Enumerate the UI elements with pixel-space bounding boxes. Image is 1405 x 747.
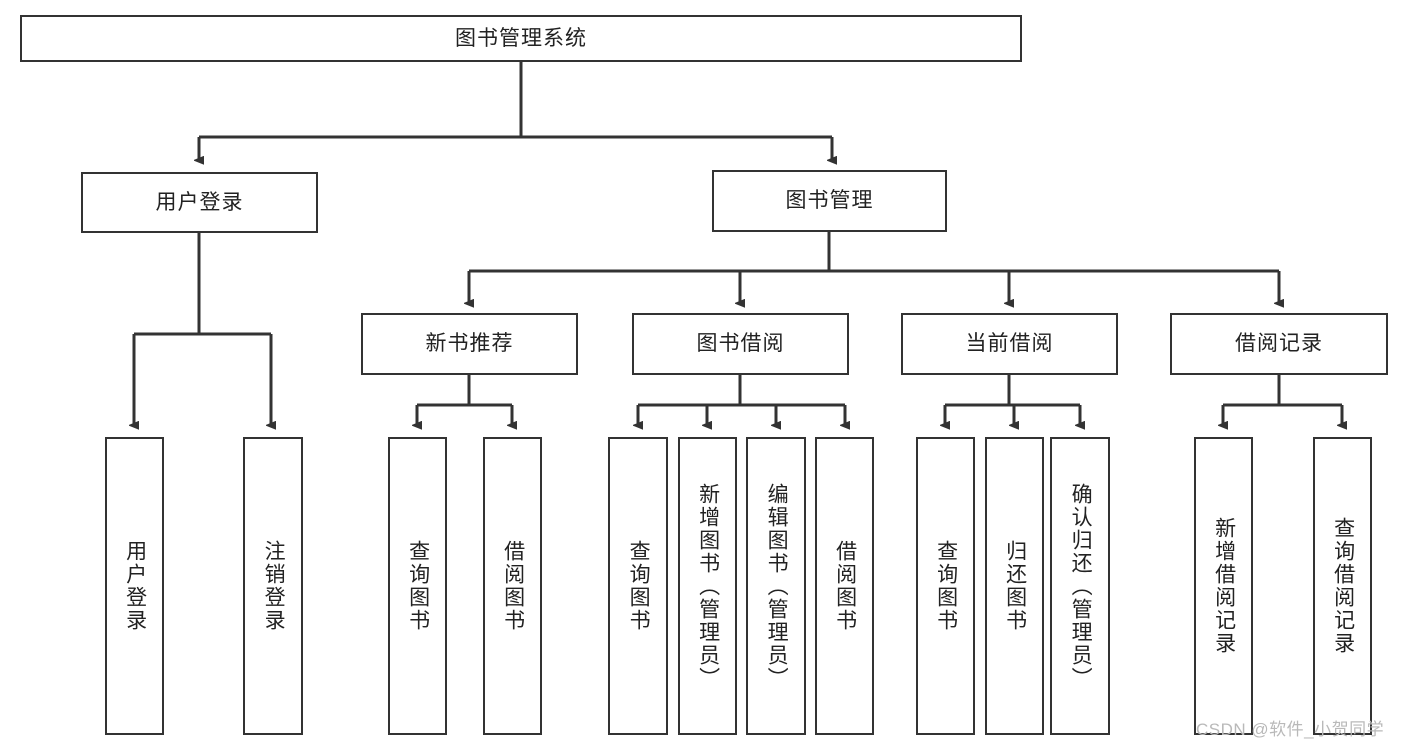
leaf-records-add-record[interactable]: 新增借阅记录 [1194, 437, 1253, 735]
leaf-records-query-record[interactable]: 查询借阅记录 [1313, 437, 1372, 735]
node-book-management[interactable]: 图书管理 [712, 170, 947, 232]
leaf-label: 用户登录 [123, 540, 147, 632]
leaf-label: 查询图书 [627, 540, 651, 632]
leaf-borrow-add-book-admin[interactable]: 新增图书（管理员） [678, 437, 737, 735]
leaf-current-query[interactable]: 查询图书 [916, 437, 975, 735]
csdn-watermark: CSDN @软件_小贺同学 [1196, 720, 1385, 739]
node-current-borrowing[interactable]: 当前借阅 [901, 313, 1118, 375]
leaf-label: 编辑图书（管理员） [765, 482, 789, 690]
leaf-current-confirm-return-admin[interactable]: 确认归还（管理员） [1050, 437, 1110, 735]
leaf-new-books-borrow[interactable]: 借阅图书 [483, 437, 542, 735]
leaf-label: 借阅图书 [501, 540, 525, 632]
leaf-label: 查询图书 [406, 540, 430, 632]
node-borrow-records[interactable]: 借阅记录 [1170, 313, 1388, 375]
leaf-label: 查询借阅记录 [1331, 517, 1355, 655]
leaf-label: 确认归还（管理员） [1069, 482, 1093, 690]
leaf-label: 新增图书（管理员） [696, 482, 720, 690]
leaf-user-login-signin[interactable]: 用户登录 [105, 437, 164, 735]
node-new-book-recommendation[interactable]: 新书推荐 [361, 313, 578, 375]
leaf-new-books-query[interactable]: 查询图书 [388, 437, 447, 735]
leaf-borrow-query[interactable]: 查询图书 [608, 437, 668, 735]
leaf-label: 查询图书 [934, 540, 958, 632]
node-book-borrowing[interactable]: 图书借阅 [632, 313, 849, 375]
leaf-label: 注销登录 [262, 540, 286, 632]
leaf-user-login-signout[interactable]: 注销登录 [243, 437, 303, 735]
node-user-login[interactable]: 用户登录 [81, 172, 318, 233]
leaf-label: 借阅图书 [833, 540, 857, 632]
leaf-label: 新增借阅记录 [1212, 517, 1236, 655]
leaf-label: 归还图书 [1003, 540, 1027, 632]
leaf-current-return-book[interactable]: 归还图书 [985, 437, 1044, 735]
leaf-borrow-edit-book-admin[interactable]: 编辑图书（管理员） [746, 437, 806, 735]
node-root-system[interactable]: 图书管理系统 [20, 15, 1022, 62]
leaf-borrow-borrow-book[interactable]: 借阅图书 [815, 437, 874, 735]
